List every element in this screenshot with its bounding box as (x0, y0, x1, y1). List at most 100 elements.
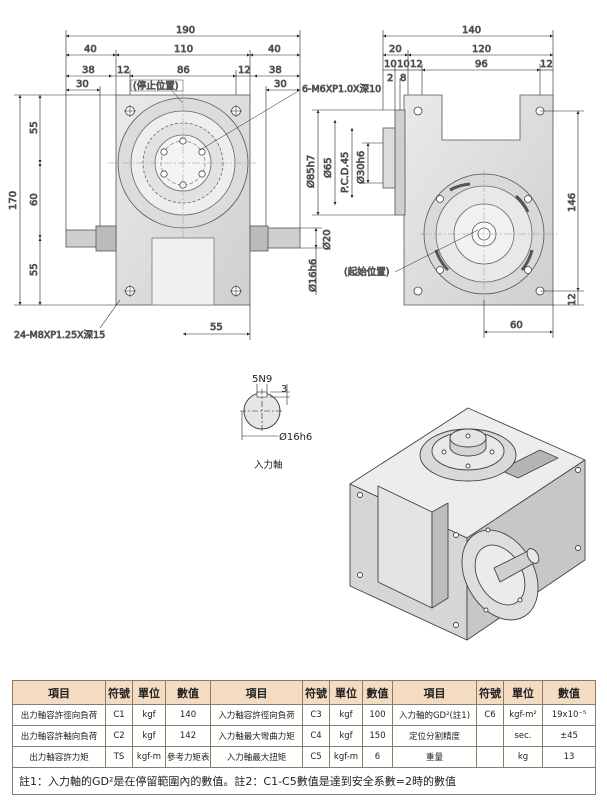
dim-d85h7: Ø85h7 (305, 155, 317, 188)
table-cell: TS (105, 746, 133, 768)
table-cell: 140 (165, 704, 211, 726)
header-unit-3: 單位 (503, 680, 543, 705)
table-cell: sec. (503, 725, 543, 747)
dim-86: 86 (177, 65, 190, 76)
table-cell: kgf (132, 704, 166, 726)
table-cell: 142 (165, 725, 211, 747)
table-cell: 13 (542, 746, 596, 768)
table-cell: 入力軸的GD²(註1) (392, 704, 477, 726)
table-cell: 150 (362, 725, 393, 747)
table-cell: 出力軸容許徑向負荷 (12, 704, 106, 726)
dim-40-left: 40 (84, 44, 97, 55)
dim-110: 110 (174, 44, 193, 55)
header-value-3: 數值 (542, 680, 596, 705)
table-cell: ±45 (542, 725, 596, 747)
table-row: 出力軸容許徑向負荷 C1 kgf 140 入力軸容許徑向負荷 C3 kgf 10… (12, 704, 596, 726)
dim-190: 190 (176, 25, 195, 36)
dim-30-left: 30 (76, 79, 89, 90)
table-cell: kgf-m (132, 746, 166, 768)
dim-170: 170 (8, 191, 19, 210)
table-cell: kgf (329, 725, 363, 747)
start-position-label: (起始位置) (344, 266, 389, 278)
table-cell: 定位分割精度 (392, 725, 477, 747)
dim-d30h6: Ø30h6 (355, 151, 367, 184)
table-cell: C1 (105, 704, 133, 726)
dim-55-bottom: 55 (29, 263, 40, 276)
dim-30-right: 30 (274, 79, 287, 90)
isometric-view (349, 407, 586, 641)
dim-12-right: 12 (238, 65, 251, 76)
keyway-label: 5N9 (252, 374, 272, 385)
header-symbol-1: 符號 (105, 680, 133, 705)
dim-10-a: 10 (384, 59, 397, 70)
technical-drawing: 190 110 40 40 38 12 86 12 38 30 30 (8, 25, 586, 641)
table-cell: C4 (302, 725, 330, 747)
header-item-3: 項目 (392, 680, 477, 705)
dim-38-right: 38 (269, 65, 282, 76)
table-cell: kgf-m (329, 746, 363, 768)
table-cell: 參考力矩表 (165, 746, 211, 768)
dim-d20: Ø20 (321, 229, 333, 250)
dim-20: 20 (389, 44, 402, 55)
side-view: 140 20 120 10 10 12 96 12 2 8 (305, 25, 584, 338)
dim-120: 120 (472, 44, 491, 55)
dim-10-b: 10 (397, 59, 410, 70)
thread-note-bottom: 24-M8XP1.25X深15 (14, 330, 105, 341)
dim-d16h6-front: Ø16h6 (307, 259, 319, 292)
spec-table: 項目 符號 單位 數值 項目 符號 單位 數值 項目 符號 單位 數值 出力軸容… (12, 680, 596, 795)
shaft-detail: 5N9 3 Ø16h6 入力軸 (240, 374, 312, 471)
dim-12-left: 12 (117, 65, 130, 76)
dim-12-vertical: 12 (567, 293, 578, 306)
header-unit-1: 單位 (132, 680, 166, 705)
dim-40-right: 40 (268, 44, 281, 55)
table-cell (476, 725, 504, 747)
table-cell: 100 (362, 704, 393, 726)
shaft-diameter-label: Ø16h6 (279, 431, 312, 443)
table-cell: 重量 (392, 746, 477, 768)
input-shaft-caption: 入力軸 (254, 459, 283, 471)
table-cell: 入力軸容許徑向負荷 (210, 704, 303, 726)
dim-pcd45: P.C.D.45 (340, 152, 351, 193)
table-cell: 19x10⁻⁵ (542, 704, 596, 726)
table-cell: kgf (132, 725, 166, 747)
stop-position-label: (停止位置) (133, 80, 178, 92)
table-cell: kg (503, 746, 543, 768)
header-item-2: 項目 (210, 680, 303, 705)
dim-8: 8 (400, 73, 406, 84)
dim-55-top: 55 (29, 121, 40, 134)
header-value-2: 數值 (362, 680, 393, 705)
dim-60-side: 60 (510, 320, 523, 331)
header-symbol-3: 符號 (476, 680, 504, 705)
table-cell (476, 746, 504, 768)
dim-38-left: 38 (82, 65, 95, 76)
header-item-1: 項目 (12, 680, 106, 705)
table-cell: kgf (329, 704, 363, 726)
note-row: 註1：入力軸的GD²是在停留範圍內的數值。註2：C1-C5數值是達到安全系數=2… (12, 767, 596, 795)
table-row: 出力軸容許力矩 TS kgf-m 參考力矩表 入力軸最大扭矩 C5 kgf-m … (12, 746, 596, 768)
footnote: 註1：入力軸的GD²是在停留範圍內的數值。註2：C1-C5數值是達到安全系數=2… (12, 767, 596, 795)
header-symbol-2: 符號 (302, 680, 330, 705)
dim-140: 140 (462, 25, 481, 36)
table-cell: C6 (476, 704, 504, 726)
header-unit-2: 單位 (329, 680, 363, 705)
header-value-1: 數值 (165, 680, 211, 705)
table-row: 出力軸容許軸向負荷 C2 kgf 142 入力軸最大彎曲力矩 C4 kgf 15… (12, 725, 596, 747)
table-cell: 出力軸容許力矩 (12, 746, 106, 768)
spec-header-row: 項目 符號 單位 數值 項目 符號 單位 數值 項目 符號 單位 數值 (12, 680, 596, 705)
table-cell: C2 (105, 725, 133, 747)
table-cell: 入力軸最大彎曲力矩 (210, 725, 303, 747)
table-cell: 入力軸最大扭矩 (210, 746, 303, 768)
front-view: 190 110 40 40 38 12 86 12 38 30 30 (8, 25, 382, 342)
table-cell: 6 (362, 746, 393, 768)
dim-55-bottom-horizontal: 55 (210, 322, 223, 333)
dim-146: 146 (567, 193, 578, 212)
dim-12-right-side: 12 (540, 59, 553, 70)
thread-note-top: 6-M6XP1.0X深10 (302, 84, 381, 95)
table-cell: C3 (302, 704, 330, 726)
table-cell: kgf-m² (503, 704, 543, 726)
table-cell: C5 (302, 746, 330, 768)
dim-12-left-side: 12 (410, 59, 423, 70)
dim-2: 2 (387, 73, 393, 84)
table-cell: 出力軸容許軸向負荷 (12, 725, 106, 747)
dim-60: 60 (29, 193, 40, 206)
